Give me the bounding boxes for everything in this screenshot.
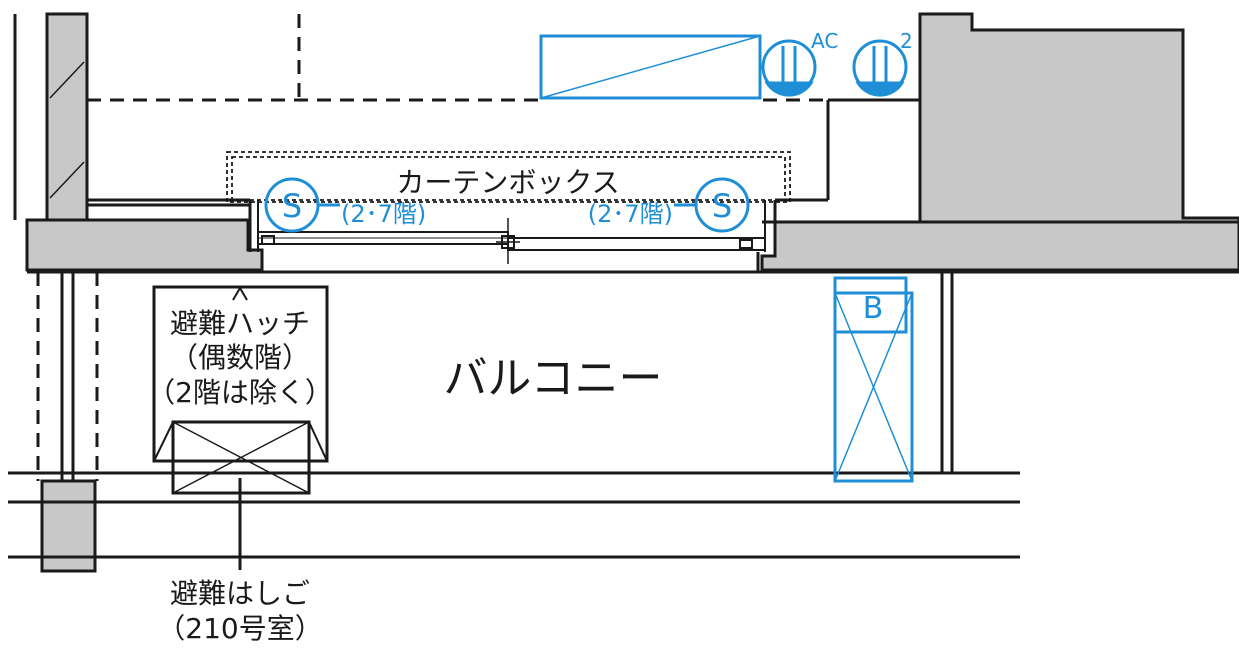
sleeve-right-note: (2･7階)	[588, 200, 673, 228]
evac-ladder-label-1: 避難はしご	[170, 577, 310, 610]
sleeve-2-symbol	[852, 39, 908, 97]
left-slab-wall	[25, 218, 264, 272]
sash-window	[248, 200, 777, 264]
box-b-symbol	[833, 276, 914, 483]
ac-unit-box	[539, 34, 762, 100]
curtain-box-label: カーテンボックス	[396, 166, 619, 199]
dashed-lines	[36, 14, 828, 481]
evac-hatch-label-1: 避難ハッチ	[170, 307, 310, 340]
curtain-box-outline	[226, 151, 791, 203]
column-hatching	[49, 61, 85, 199]
ac-sleeve-tag: AC	[811, 29, 838, 53]
building-lines	[8, 14, 1239, 570]
right-slab-wall	[760, 220, 1239, 272]
sleeve-right-letter: S	[712, 187, 732, 225]
balcony-label: バルコニー	[443, 353, 662, 404]
evac-hatch-label-2: （偶数階）	[170, 341, 310, 374]
sleeve-left-note: (2･7階)	[341, 200, 426, 228]
sleeve-2-tag: 2	[900, 29, 913, 53]
evac-ladder-label-2: （210号室）	[157, 612, 322, 645]
box-b-letter: B	[863, 291, 884, 326]
evac-hatch-label-3: （2階は除く）	[147, 376, 333, 409]
sleeve-left-letter: S	[282, 187, 302, 225]
right-wall-block	[918, 12, 1239, 230]
left-column-wall	[45, 12, 89, 222]
ac-sleeve-symbol	[761, 39, 817, 97]
sleeve-left-symbol	[264, 177, 340, 233]
sleeve-right-symbol	[674, 177, 750, 233]
evac-hatch-outline	[152, 285, 329, 495]
